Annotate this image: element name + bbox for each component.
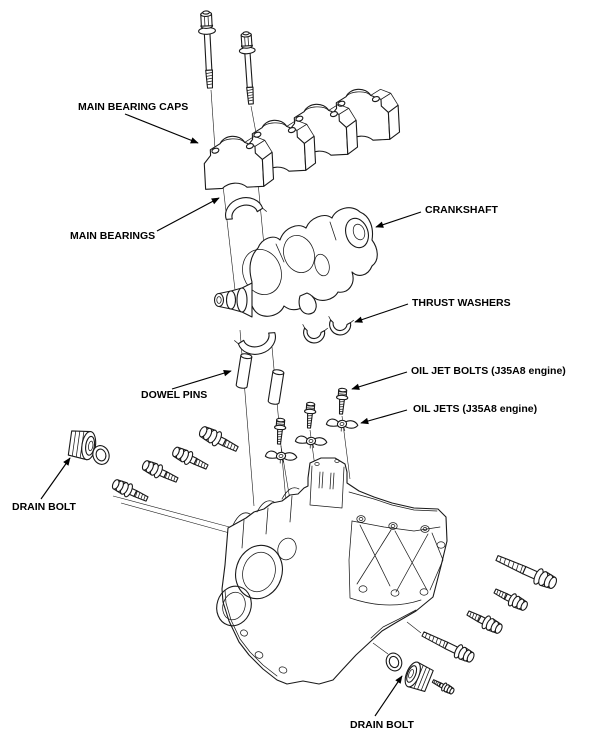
label-thrust-washers: THRUST WASHERS: [412, 297, 511, 309]
thrust-washer-part: [324, 314, 355, 338]
crankshaft-part: [215, 208, 378, 317]
leader-drain-bolt-left: [41, 457, 70, 499]
label-main-bearing-caps: MAIN BEARING CAPS: [78, 101, 189, 113]
thrust-washer-part: [298, 322, 329, 346]
label-drain-bolt-bottom: DRAIN BOLT: [350, 719, 414, 731]
oil-jet-part: [294, 432, 328, 451]
drain-bolt-part: [401, 659, 435, 694]
leader-main-bearings: [157, 198, 220, 231]
label-dowel-pins: DOWEL PINS: [141, 389, 208, 401]
mounting-bolt: [169, 443, 211, 474]
oil-jet-bolt-part: [272, 417, 287, 445]
engine-block: [212, 458, 447, 684]
mounting-bolt: [430, 676, 456, 697]
label-crankshaft: CRANKSHAFT: [425, 204, 498, 216]
oil-jet-bolt-part: [302, 401, 317, 429]
mounting-bolt: [196, 422, 242, 457]
mounting-bolt: [464, 606, 505, 637]
mounting-bolt: [492, 549, 560, 593]
mounting-bolt: [419, 626, 477, 666]
cap-bolt: [237, 30, 260, 106]
mounting-bolt: [491, 584, 531, 614]
leader-oil-jet-bolts: [351, 372, 407, 390]
mounting-bolt: [139, 457, 181, 487]
leader-oil-jets: [360, 410, 407, 425]
main-bearing-upper-shell: [221, 192, 268, 222]
cap-bolt: [196, 9, 220, 90]
leader-arrows: [41, 114, 421, 716]
mounting-bolt: [109, 476, 151, 506]
leader-thrust-washers: [354, 304, 408, 323]
leader-dowel-pins: [172, 370, 232, 389]
leader-drain-bolt-bottom: [375, 675, 402, 716]
dowel-pin-part: [267, 368, 285, 406]
oil-jet-part: [264, 447, 298, 466]
leader-main-bearing-caps: [125, 114, 199, 143]
label-oil-jet-bolts: OIL JET BOLTS (J35A8 engine): [411, 365, 566, 377]
leader-crankshaft: [375, 212, 421, 228]
dowel-pin-part: [235, 352, 253, 390]
label-drain-bolt-left: DRAIN BOLT: [12, 501, 76, 513]
label-main-bearings: MAIN BEARINGS: [70, 230, 156, 242]
oil-jet-bolt-part: [334, 387, 349, 415]
sealing-washer: [383, 650, 405, 674]
label-oil-jets: OIL JETS (J35A8 engine): [413, 403, 538, 415]
